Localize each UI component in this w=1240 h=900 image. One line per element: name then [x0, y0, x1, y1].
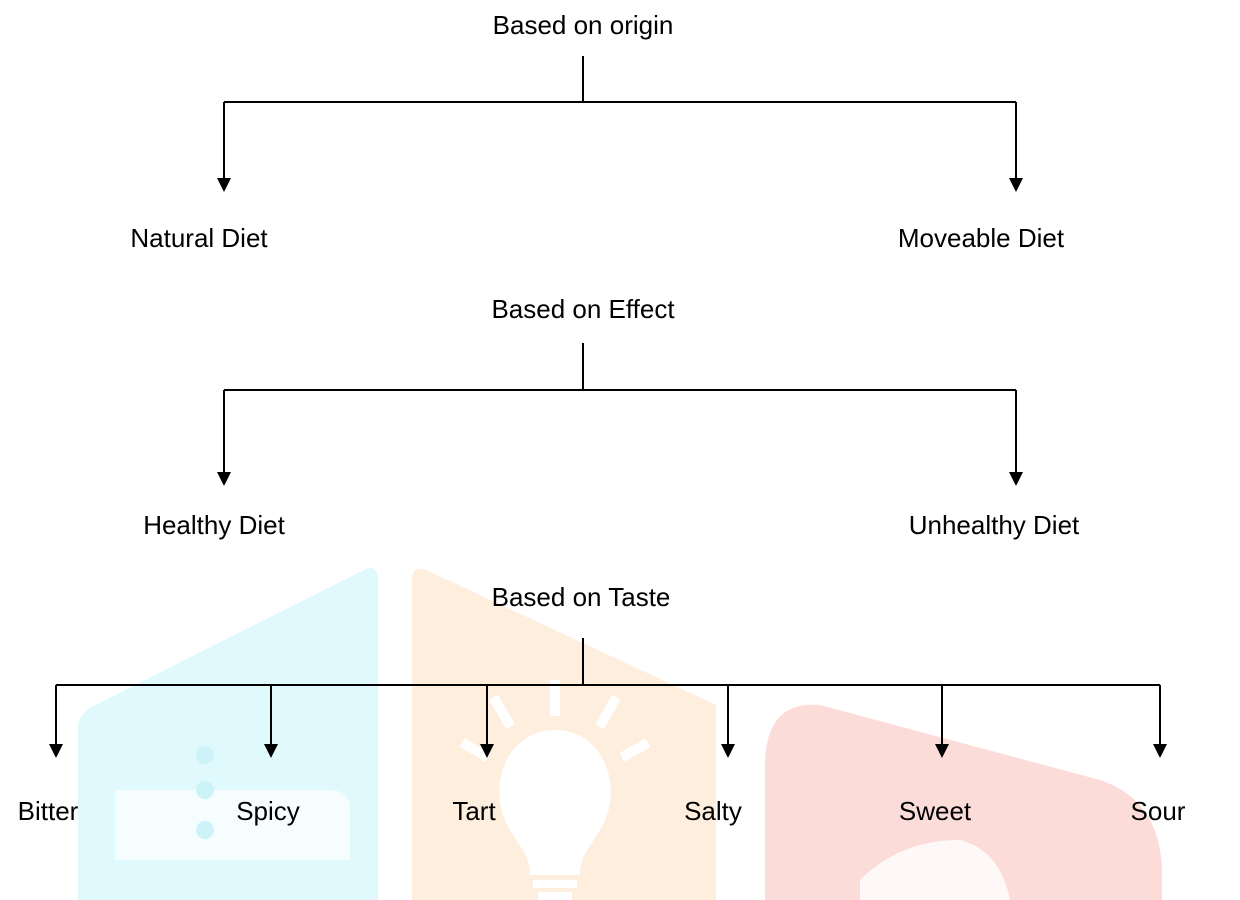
- node-sour: Sour: [1130, 796, 1186, 826]
- section-0-arrow-1-head: [1009, 178, 1023, 192]
- node-tart: Tart: [452, 796, 496, 826]
- section-2-arrow-2-head: [480, 744, 494, 758]
- node-sweet: Sweet: [898, 796, 972, 826]
- node-salty: Salty: [684, 796, 742, 826]
- section-0-arrow-0-head: [217, 178, 231, 192]
- section-2-arrow-5-head: [1153, 744, 1167, 758]
- section-1-arrow-0-head: [217, 472, 231, 486]
- section-1-arrow-1-head: [1009, 472, 1023, 486]
- watermark-red-shape: [765, 704, 1162, 900]
- watermark-orange-shape: [412, 568, 716, 900]
- section-2-arrow-4-head: [935, 744, 949, 758]
- node-natural-diet: Natural Diet: [130, 223, 268, 253]
- section-2-arrow-0-head: [49, 744, 63, 758]
- node-bitter: Bitter: [17, 796, 79, 826]
- section-title-taste: Based on Taste: [491, 582, 671, 612]
- watermark-cyan-shape: [78, 567, 378, 900]
- section-2-arrow-1-head: [264, 744, 278, 758]
- section-title-origin: Based on origin: [492, 10, 674, 40]
- node-unhealthy-diet: Unhealthy Diet: [908, 510, 1080, 540]
- section-2-arrow-3-head: [721, 744, 735, 758]
- node-spicy: Spicy: [236, 796, 300, 826]
- section-title-effect: Based on Effect: [491, 294, 675, 324]
- node-moveable-diet: Moveable Diet: [897, 223, 1065, 253]
- node-healthy-diet: Healthy Diet: [143, 510, 285, 540]
